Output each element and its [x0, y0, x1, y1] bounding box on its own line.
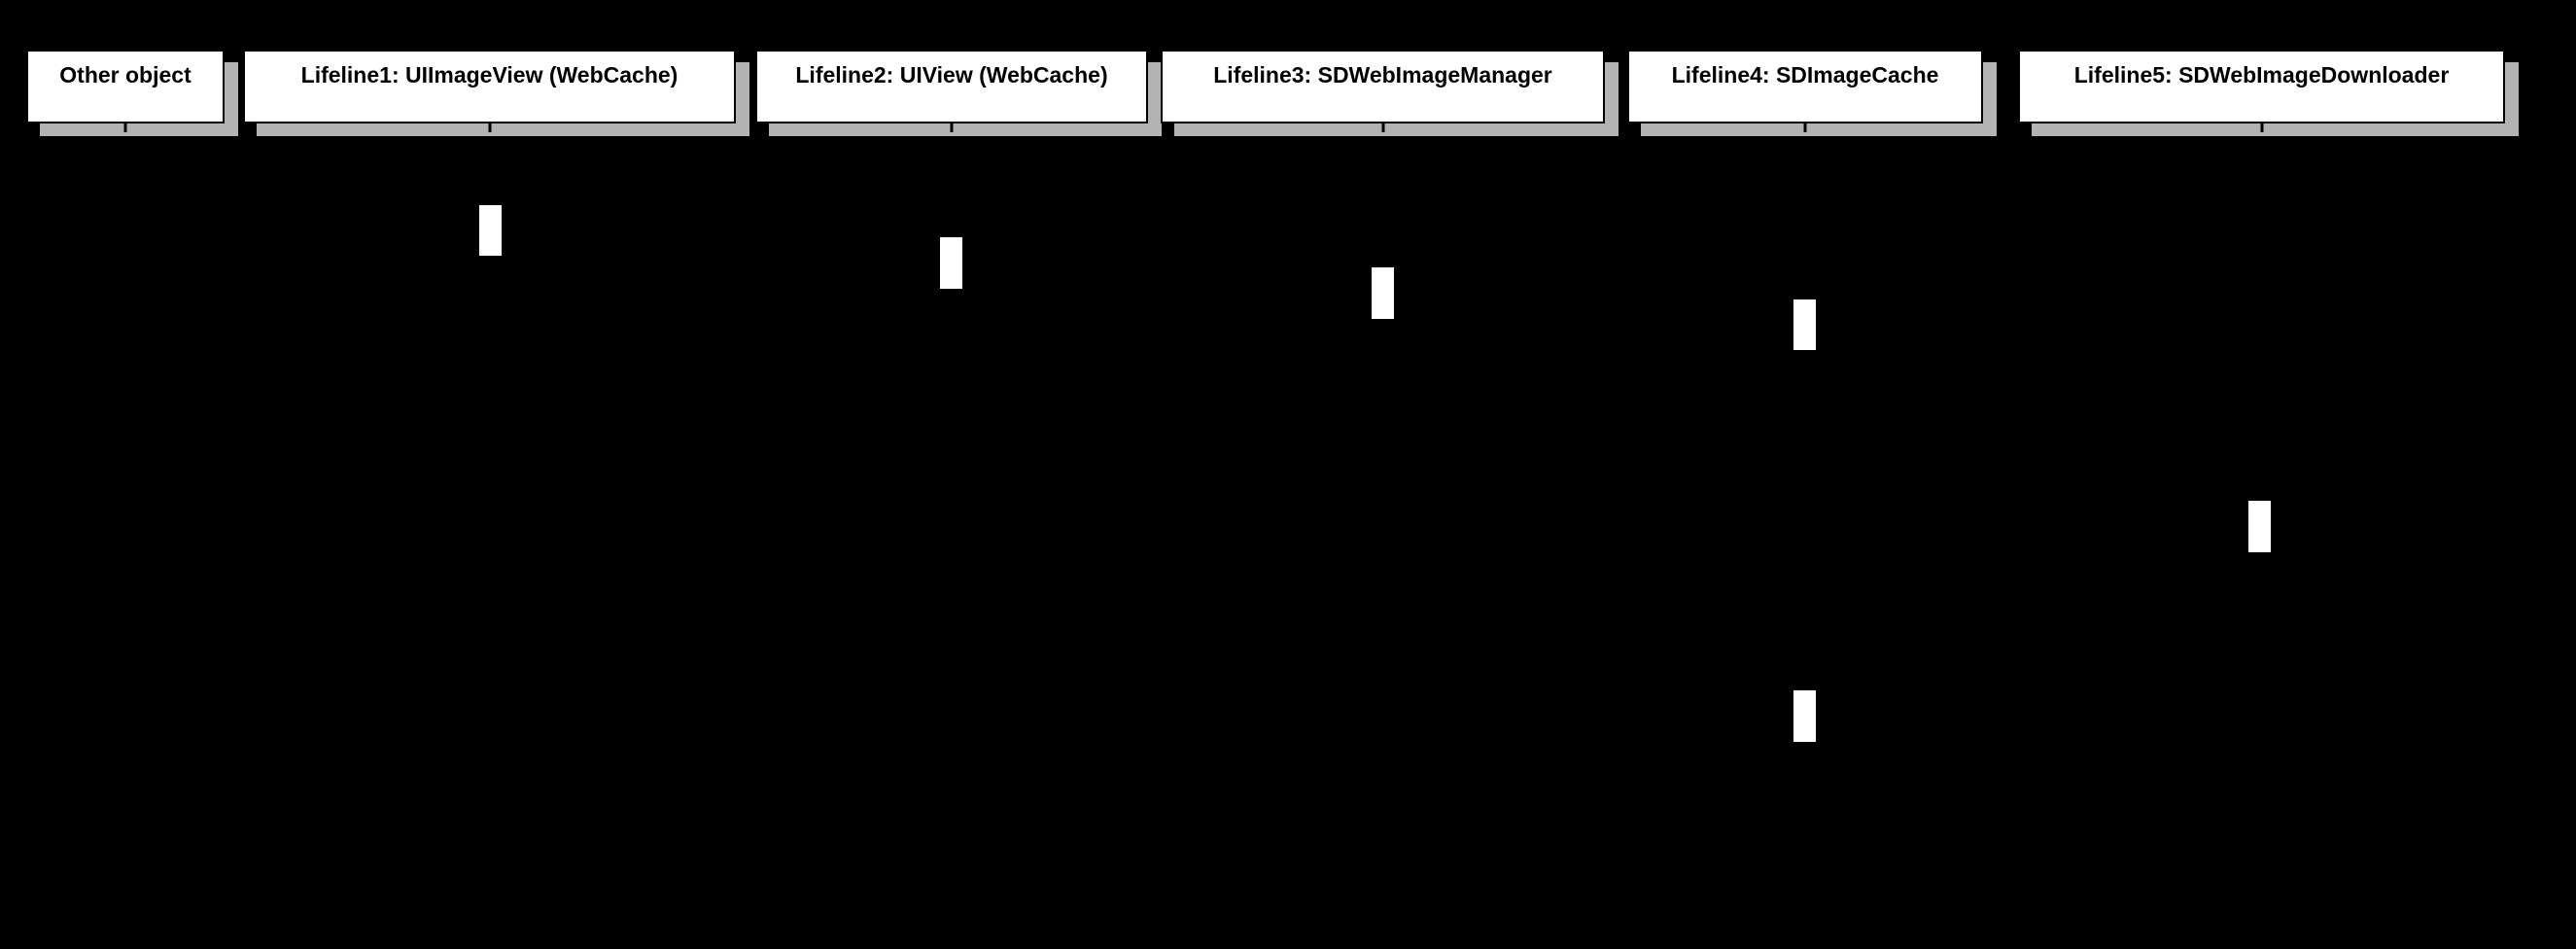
lifeline-line-start: [950, 123, 954, 132]
lifeline-label: Lifeline2: UIView (WebCache): [795, 62, 1108, 88]
activation-bar: [939, 236, 963, 290]
activation-bar: [1793, 689, 1817, 743]
lifeline-label: Lifeline3: SDWebImageManager: [1213, 62, 1552, 88]
lifeline-label: Lifeline5: SDWebImageDownloader: [2073, 62, 2450, 88]
lifeline-box: Lifeline4: SDImageCache: [1627, 50, 1983, 123]
activation-bar: [478, 204, 503, 257]
lifeline-head-sdimagecache: Lifeline4: SDImageCache: [1627, 50, 1997, 136]
lifeline-line-start: [2260, 123, 2263, 132]
lifeline-label: Lifeline1: UIImageView (WebCache): [300, 62, 679, 88]
activation-bar: [1371, 266, 1395, 320]
lifeline-head-uiview-webcache: Lifeline2: UIView (WebCache): [755, 50, 1162, 136]
lifeline-head-sdwebimagemanager: Lifeline3: SDWebImageManager: [1161, 50, 1619, 136]
lifeline-line-start: [488, 123, 491, 132]
lifeline-box: Lifeline1: UIImageView (WebCache): [243, 50, 736, 123]
lifeline-label: Other object: [59, 62, 191, 88]
lifeline-head-sdwebimagedownloader: Lifeline5: SDWebImageDownloader: [2018, 50, 2519, 136]
lifeline-head-uiimageview-webcache: Lifeline1: UIImageView (WebCache): [243, 50, 749, 136]
lifeline-head-other-object: Other object: [26, 50, 238, 136]
lifeline-line-start: [1803, 123, 1807, 132]
lifeline-box: Lifeline5: SDWebImageDownloader: [2018, 50, 2505, 123]
lifeline-box: Other object: [26, 50, 225, 123]
lifeline-line-start: [1381, 123, 1384, 132]
activation-bar: [1793, 299, 1817, 351]
lifeline-label: Lifeline4: SDImageCache: [1671, 62, 1939, 88]
lifeline-box: Lifeline3: SDWebImageManager: [1161, 50, 1605, 123]
activation-bar: [2247, 500, 2272, 553]
lifeline-box: Lifeline2: UIView (WebCache): [755, 50, 1148, 123]
lifeline-line-start: [123, 123, 127, 132]
